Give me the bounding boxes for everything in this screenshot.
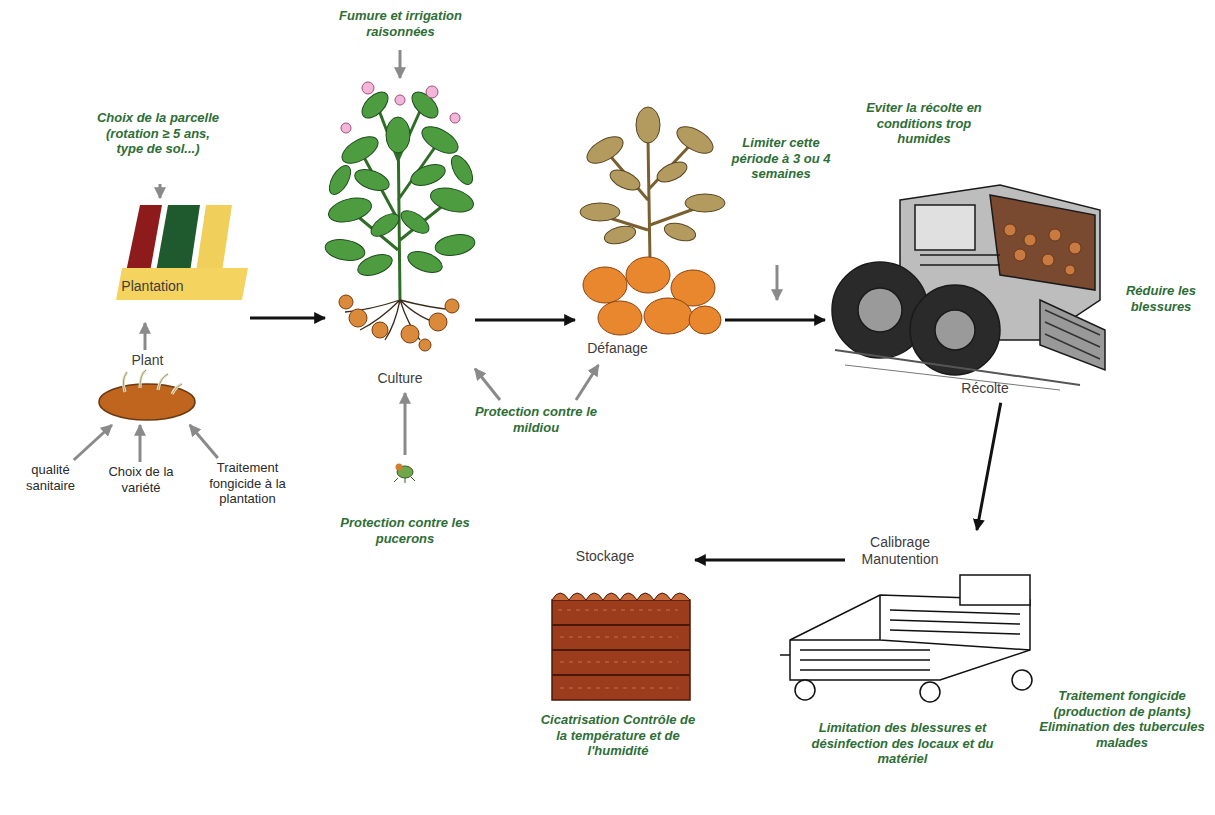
flow-arrow bbox=[725, 319, 825, 322]
annotation: Choix de la variété bbox=[100, 462, 182, 502]
stage-label: qualité sanitaire bbox=[8, 462, 93, 493]
influence-arrow bbox=[139, 425, 142, 462]
field-illustration bbox=[116, 205, 248, 300]
potato-plant bbox=[324, 82, 477, 351]
leader-arrow bbox=[776, 265, 779, 300]
annotation: qualité sanitaire bbox=[8, 460, 93, 500]
annotation: Traitement fongicide à la plantation bbox=[200, 458, 295, 528]
stage-grading: Calibrage Manutention bbox=[845, 530, 1040, 705]
stage-defoliation: Défanage bbox=[575, 95, 725, 365]
influence-arrow bbox=[144, 323, 147, 350]
annotation: Fumure et irrigation raisonnées bbox=[318, 6, 483, 50]
influence-arrow bbox=[404, 393, 407, 455]
influence-arrow bbox=[475, 369, 500, 400]
stage-label: Fumure et irrigation raisonnées bbox=[318, 8, 483, 39]
stage-label: Protection contre le mildiou bbox=[470, 404, 602, 435]
annotation: Choix de la parcelle (rotation ≥ 5 ans, … bbox=[92, 106, 224, 184]
defoliated-plant bbox=[580, 107, 725, 335]
stage-field: Plantation bbox=[115, 198, 250, 323]
stage-seed: Plant bbox=[95, 350, 200, 425]
flow-arrow bbox=[977, 403, 1001, 530]
note: Cicatrisation Contrôle de la température… bbox=[538, 712, 698, 759]
note: Limitation des blessures et désinfection… bbox=[800, 720, 1005, 767]
influence-arrow bbox=[399, 50, 402, 78]
influence-arrow bbox=[190, 425, 218, 458]
note: Limiter cette période à 3 ou 4 semaines bbox=[722, 135, 840, 182]
annotation: Protection contre les pucerons bbox=[325, 455, 485, 555]
flow-arrow bbox=[250, 317, 325, 320]
note: Traitement fongicide (production de plan… bbox=[1035, 688, 1209, 750]
note: Eviter la récolte en conditions trop hum… bbox=[850, 100, 998, 147]
harvester bbox=[832, 185, 1105, 390]
grading-machine bbox=[780, 575, 1032, 702]
stage-label: Culture bbox=[325, 370, 475, 387]
stage-label: Calibrage Manutention bbox=[845, 534, 955, 568]
influence-arrow bbox=[576, 365, 598, 400]
stage-label: Protection contre les pucerons bbox=[325, 515, 485, 546]
stage-label: Plant bbox=[95, 352, 200, 369]
stage-label: Défanage bbox=[575, 340, 660, 357]
aphid bbox=[394, 464, 415, 484]
stage-label: Traitement fongicide à la plantation bbox=[200, 460, 295, 507]
stage-storage: Stockage bbox=[555, 548, 695, 705]
flow-arrow bbox=[695, 559, 845, 562]
note: Réduire les blessures bbox=[1116, 283, 1206, 314]
stage-label: Choix de la variété bbox=[100, 464, 182, 495]
storage-crate bbox=[552, 593, 690, 700]
influence-arrow bbox=[159, 184, 162, 198]
stage-harvest: Récolte bbox=[825, 170, 1110, 403]
seed-tuber bbox=[99, 370, 195, 420]
stage-label: Plantation bbox=[115, 278, 190, 295]
influence-arrow bbox=[74, 425, 112, 460]
annotation: Protection contre le mildiou bbox=[470, 400, 602, 448]
stage-label: Stockage bbox=[555, 548, 655, 565]
stage-crop: Culture bbox=[325, 78, 475, 393]
stage-label: Choix de la parcelle (rotation ≥ 5 ans, … bbox=[92, 110, 224, 157]
stage-label: Récolte bbox=[945, 380, 1025, 397]
flow-arrow bbox=[475, 319, 575, 322]
